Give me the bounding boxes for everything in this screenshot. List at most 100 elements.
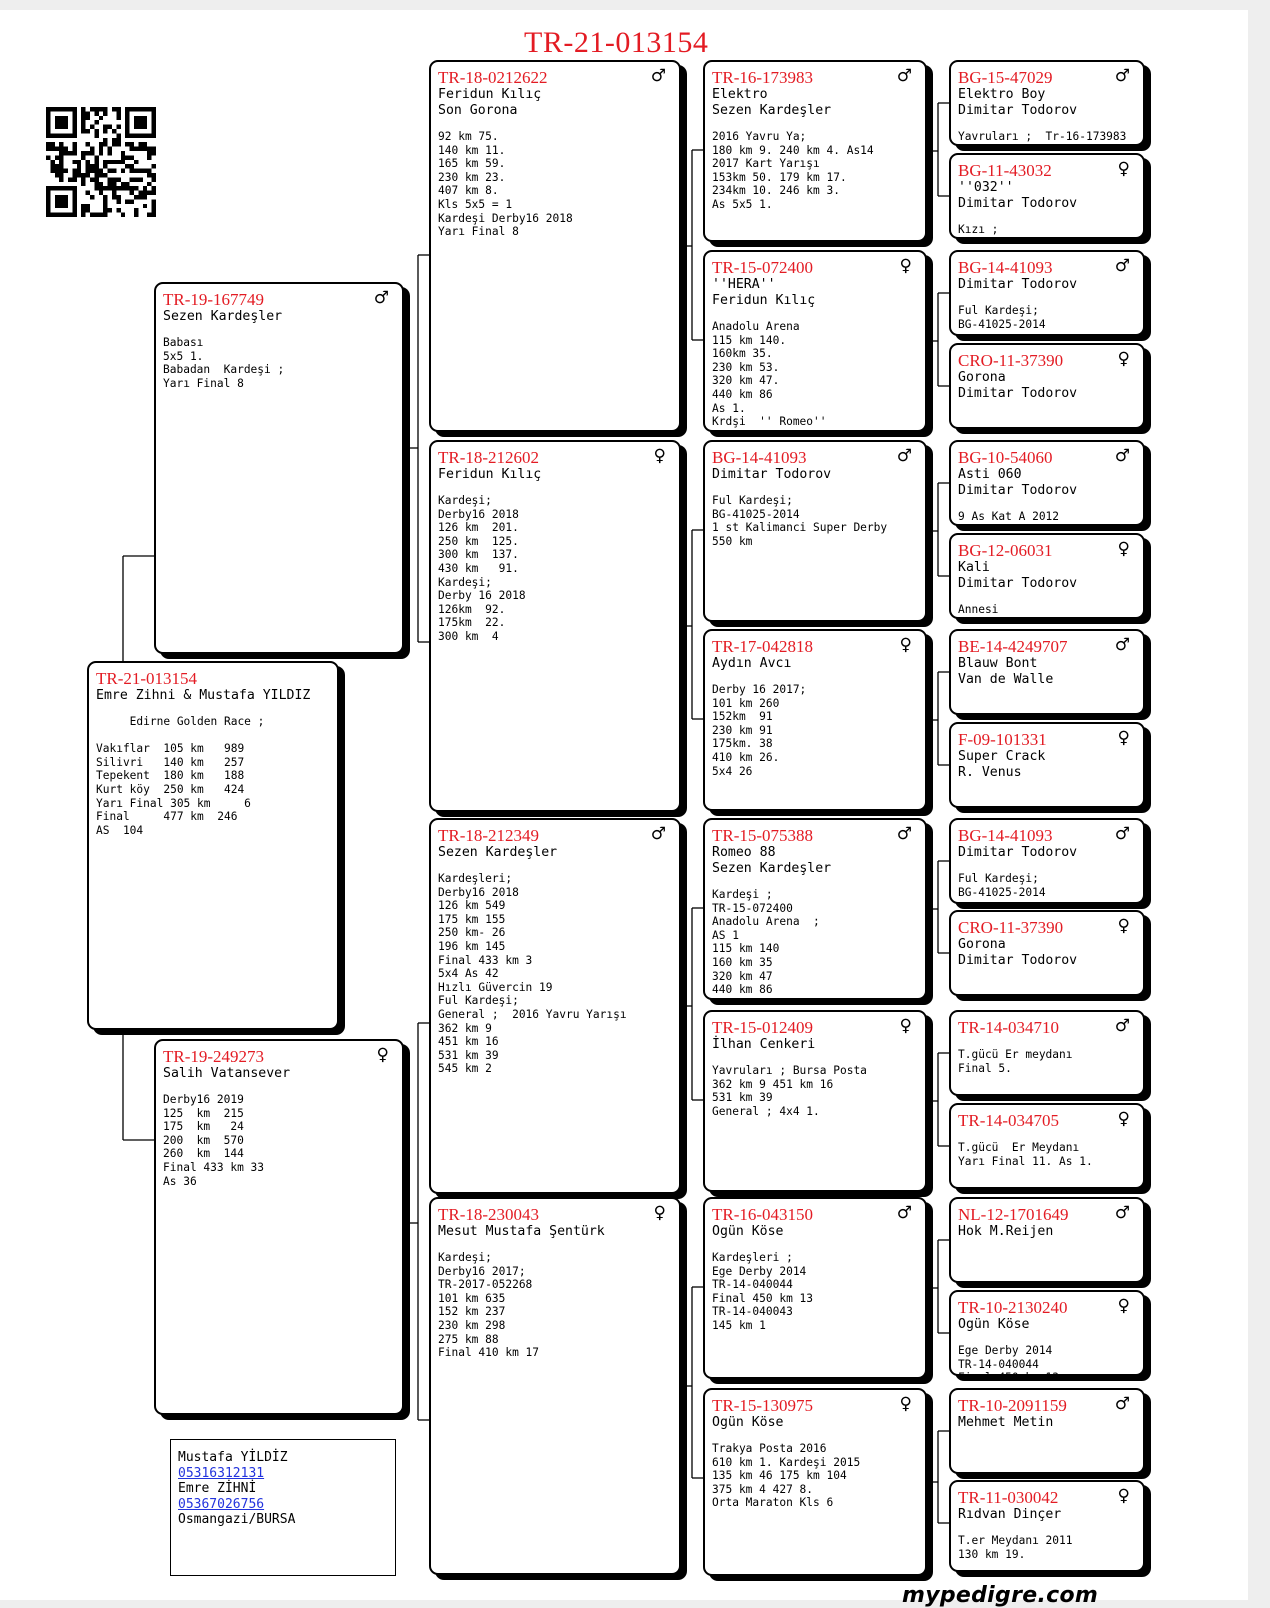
pigeon-notes: Ful Kardeşi; BG-41025-2014: [958, 872, 1046, 899]
pigeon-name-owner: Elektro Sezen Kardeşler: [712, 87, 832, 118]
ring-number: TR-18-0212622: [438, 68, 548, 87]
ring-number: BG-15-47029: [958, 68, 1053, 87]
ring-number: TR-10-2091159: [958, 1396, 1067, 1415]
pigeon-notes: T.gücü Er Meydanı Yarı Final 11. As 1.: [958, 1141, 1093, 1168]
pigeon-notes: Trakya Posta 2016 610 km 1. Kardeşi 2015…: [712, 1442, 861, 1510]
pigeon-notes: Kızı ; 1 st Champion Derby: [958, 223, 1086, 237]
breeder-name-1: Mustafa YİLDİZ: [178, 1450, 288, 1465]
pigeon-name-owner: Feridun Kılıç Son Gorona: [438, 87, 542, 118]
male-sign-icon: ♂: [1114, 1394, 1130, 1414]
qr-code-icon: [46, 107, 156, 217]
pigeon-notes: Kardeşleri ; Ege Derby 2014 TR-14-040044…: [712, 1251, 814, 1332]
pigeon-card-sddd: F-09-101331♀Super Crack R. Venus: [949, 722, 1145, 808]
ring-number: TR-11-030042: [958, 1488, 1059, 1507]
pigeon-notes: Annesi Kalimanci Final 505 km 1: [958, 603, 1120, 617]
ring-number: TR-21-013154: [96, 669, 198, 688]
ring-number: BG-14-41093: [958, 258, 1053, 277]
pigeon-name-owner: Ogün Köse: [958, 1317, 1030, 1332]
pigeon-name-owner: Ogün Köse: [712, 1415, 784, 1430]
pigeon-name-owner: İlhan Cenkeri: [712, 1037, 816, 1052]
breeder-name-2: Emre ZİHNİ: [178, 1481, 257, 1496]
pigeon-notes: Yavruları ; Bursa Posta 362 km 9 451 km …: [712, 1064, 867, 1118]
ring-number: BG-11-43032: [958, 161, 1052, 180]
pigeon-card-ssdd: CRO-11-37390 ♀ Gorona Dimitar Todorov: [949, 343, 1145, 429]
pigeon-notes: Derby16 2019 125 km 215 175 km 24 200 km…: [163, 1093, 265, 1188]
pigeon-notes: Kardeşi; Derby16 2018 126 km 201. 250 km…: [438, 494, 526, 643]
pigeon-card-dsdd: TR-14-034705♀T.gücü Er Meydanı Yarı Fina…: [949, 1103, 1145, 1189]
ring-number: TR-18-212349: [438, 826, 540, 845]
pigeon-name-owner: Feridun Kılıç: [438, 467, 542, 482]
pigeon-card-sdds: BE-14-4249707♂Blauw Bont Van de Walle: [949, 629, 1145, 715]
female-sign-icon: ♀: [1117, 539, 1130, 559]
female-sign-icon: ♀: [899, 1394, 912, 1414]
breeder-contact-box: Mustafa YİLDİZ 05316312131 Emre ZİHNİ 05…: [170, 1439, 396, 1576]
ring-number: TR-18-212602: [438, 448, 540, 467]
pigeon-name-owner: Asti 060 Dimitar Todorov: [958, 467, 1078, 498]
breeder-city: Osmangazi/BURSA: [178, 1512, 296, 1527]
pigeon-name-owner: Aydın Avcı: [712, 656, 792, 671]
pigeon-name-owner: ''032'' Dimitar Todorov: [958, 180, 1078, 211]
female-sign-icon: ♀: [376, 1045, 389, 1065]
male-sign-icon: ♂: [1114, 635, 1130, 655]
pigeon-name-owner: ''HERA'' Feridun Kılıç: [712, 277, 816, 308]
pigeon-card-ddds: TR-10-2091159 ♂ Mehmet Metin: [949, 1388, 1145, 1474]
male-sign-icon: ♂: [896, 1203, 912, 1223]
pigeon-card-ddss: NL-12-1701649♂Hok M.Reijen: [949, 1197, 1145, 1283]
pigeon-name-owner: Dimitar Todorov: [712, 467, 832, 482]
female-sign-icon: ♀: [899, 256, 912, 276]
male-sign-icon: ♂: [1114, 1016, 1130, 1036]
female-sign-icon: ♀: [1117, 159, 1130, 179]
pigeon-name-owner: Ogün Köse: [712, 1224, 784, 1239]
pigeon-notes: Kardeşi; Derby16 2017; TR-2017-052268 10…: [438, 1251, 540, 1360]
female-sign-icon: ♀: [1117, 349, 1130, 369]
pigeon-name-owner: Dimitar Todorov: [958, 277, 1078, 292]
male-sign-icon: ♂: [1114, 256, 1130, 276]
female-sign-icon: ♀: [899, 1016, 912, 1036]
breeder-phone-link-2[interactable]: 05367026756: [178, 1496, 265, 1512]
male-sign-icon: ♂: [373, 288, 389, 308]
pigeon-name-owner: Sezen Kardeşler: [163, 309, 283, 324]
ring-number: TR-18-230043: [438, 1205, 540, 1224]
male-sign-icon: ♂: [1114, 446, 1130, 466]
breeder-phone-link-1[interactable]: 05316312131: [178, 1465, 265, 1481]
male-sign-icon: ♂: [896, 66, 912, 86]
male-sign-icon: ♂: [896, 446, 912, 466]
ring-number: TR-15-075388: [712, 826, 814, 845]
female-sign-icon: ♀: [1117, 916, 1130, 936]
pigeon-name-owner: Sezen Kardeşler: [438, 845, 558, 860]
ring-number: TR-10-2130240: [958, 1298, 1068, 1317]
pigeon-notes: Ful Kardeşi; BG-41025-2014: [958, 304, 1046, 331]
pigeon-name-owner: Romeo 88 Sezen Kardeşler: [712, 845, 832, 876]
pigeon-name-owner: Mehmet Metin: [958, 1415, 1054, 1430]
pedigree-title: TR-21-013154: [524, 26, 709, 59]
pigeon-name-owner: Gorona Dimitar Todorov: [958, 937, 1078, 968]
pigeon-name-owner: Kali Dimitar Todorov: [958, 560, 1078, 591]
pigeon-notes: T.er Meydanı 2011 130 km 19.: [958, 1534, 1073, 1561]
female-sign-icon: ♀: [1117, 1486, 1130, 1506]
ring-number: TR-19-249273: [163, 1047, 265, 1066]
pigeon-notes: Babası 5x5 1. Babadan Kardeşi ; Yarı Fin…: [163, 336, 285, 390]
pigeon-card-dsds: TR-14-034710♂T.gücü Er meydanı Final 5.: [949, 1010, 1145, 1096]
pigeon-name-owner: Gorona Dimitar Todorov: [958, 370, 1078, 401]
male-sign-icon: ♂: [650, 824, 666, 844]
pigeon-name-owner: Rıdvan Dinçer: [958, 1507, 1062, 1522]
ring-number: TR-16-173983: [712, 68, 814, 87]
ring-number: TR-15-012409: [712, 1018, 814, 1037]
pigeon-notes: Yavruları ; Tr-16-173983 Van Venus: [958, 130, 1127, 144]
ring-number: TR-16-043150: [712, 1205, 814, 1224]
pigeon-notes: Derby 16 2017; 101 km 260 152km 91 230 k…: [712, 683, 807, 778]
ring-number: CRO-11-37390: [958, 351, 1064, 370]
